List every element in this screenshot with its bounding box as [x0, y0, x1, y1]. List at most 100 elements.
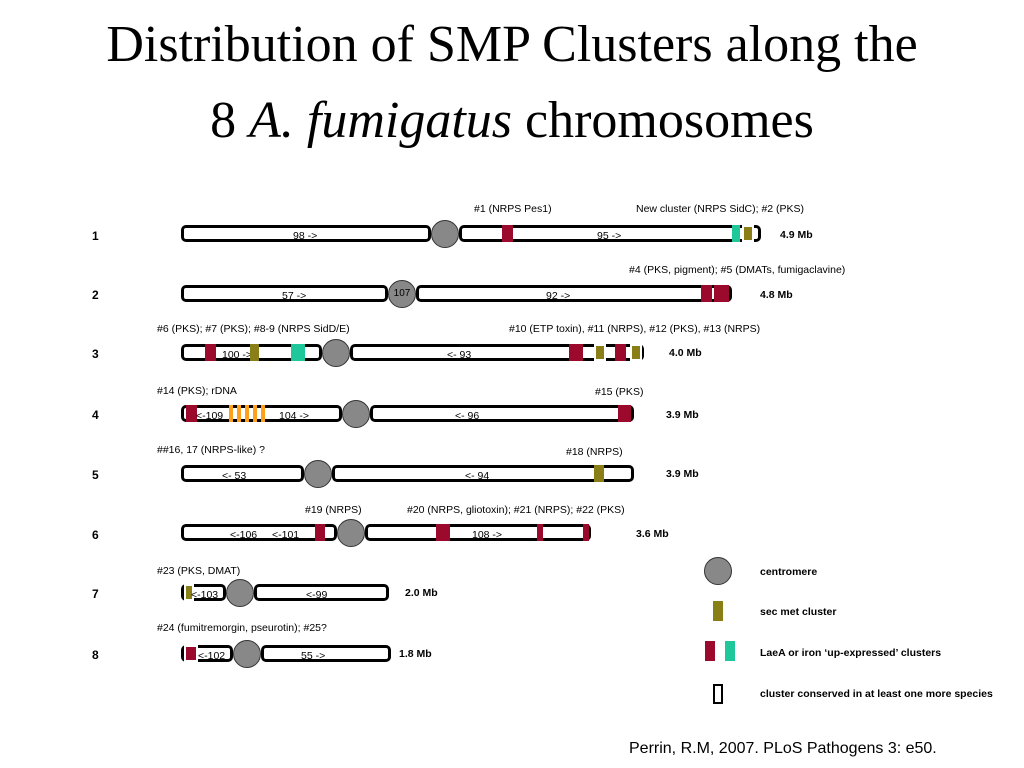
annotation: #19 (NRPS): [305, 504, 362, 516]
laea-cluster-band: [436, 524, 450, 541]
chromosome-number: 4: [92, 408, 99, 422]
laea-cluster-band: [569, 344, 583, 361]
legend-conserved-icon: [713, 684, 723, 704]
right-arm: [365, 524, 591, 541]
chromosome-number: 1: [92, 229, 99, 243]
legend-sec-met-icon: [713, 601, 723, 621]
arm-label: <- 93: [447, 349, 472, 361]
arm-label: <-102: [198, 650, 226, 662]
arm-label: <-109: [196, 410, 224, 422]
annotation: #6 (PKS); #7 (PKS); #8-9 (NRPS SidD/E): [157, 323, 350, 335]
title-line-2: 8 A. fumigatus chromosomes: [0, 92, 1024, 150]
centromere: [233, 640, 261, 668]
centromere: [304, 460, 332, 488]
laea-cluster-band: [618, 405, 631, 422]
annotation: #14 (PKS); rDNA: [157, 385, 237, 397]
rdna-band: [261, 405, 265, 422]
iron-cluster-band: [291, 344, 305, 361]
arm-label: <- 96: [455, 410, 480, 422]
arm-label: 92 ->: [546, 290, 571, 302]
laea-cluster-band: [205, 344, 216, 361]
annotation: #23 (PKS, DMAT): [157, 565, 241, 577]
rdna-band: [237, 405, 241, 422]
annotation: New cluster (NRPS SidC); #2 (PKS): [636, 203, 805, 215]
laea-cluster-band: [315, 524, 325, 541]
chromosome-number: 5: [92, 468, 99, 482]
iron-cluster-band: [732, 225, 740, 242]
annotation: #1 (NRPS Pes1): [474, 203, 552, 215]
chromosome-number: 8: [92, 648, 99, 662]
legend-centromere-icon: [704, 557, 732, 585]
laea-cluster-band: [615, 344, 626, 361]
legend-sec-met-label: sec met cluster: [760, 606, 837, 618]
arm-label: 100 ->: [222, 349, 253, 361]
centromere: [342, 400, 370, 428]
chromosome-size: 4.8 Mb: [760, 289, 793, 301]
chromosome-number: 3: [92, 347, 99, 361]
left-arm: [181, 465, 304, 482]
arm-label: <- 53: [222, 470, 247, 482]
left-arm: [181, 524, 337, 541]
right-arm: [332, 465, 634, 482]
sec-met-cluster-band: [594, 465, 604, 482]
centromere: [226, 579, 254, 607]
annotation: ##16, 17 (NRPS-like) ?: [157, 444, 265, 456]
legend-centromere-label: centromere: [760, 566, 818, 578]
title-species: A. fumigatus: [249, 92, 513, 149]
chromosome-size: 2.0 Mb: [405, 587, 438, 599]
chromosome-number: 2: [92, 288, 99, 302]
rdna-band: [245, 405, 249, 422]
title-line-2-suffix: chromosomes: [512, 92, 814, 149]
arm-label: <-103: [191, 589, 219, 601]
laea-cluster-band: [537, 524, 543, 541]
chromosome-size: 3.6 Mb: [636, 528, 669, 540]
sec-met-cluster-band: [630, 344, 642, 361]
centromere: [337, 519, 365, 547]
legend-laea-label: LaeA or iron ‘up-expressed’ clusters: [760, 647, 942, 659]
chromosome-size: 3.9 Mb: [666, 468, 699, 480]
arm-label: <-99: [306, 589, 328, 601]
laea-cluster-band: [714, 285, 729, 302]
annotation: #18 (NRPS): [566, 446, 623, 458]
annotation: #10 (ETP toxin), #11 (NRPS), #12 (PKS), …: [509, 323, 761, 335]
chromosome-size: 3.9 Mb: [666, 409, 699, 421]
right-arm: [459, 225, 761, 242]
sec-met-cluster-band: [594, 344, 606, 361]
centromere: 107: [388, 280, 416, 308]
sec-met-cluster-band: [250, 344, 259, 361]
chromosome-number: 7: [92, 587, 99, 601]
title-line-1: Distribution of SMP Clusters along the: [106, 16, 918, 73]
chromosome-size: 4.9 Mb: [780, 229, 813, 241]
laea-cluster-band: [184, 645, 198, 662]
left-arm: [181, 285, 388, 302]
arm-label: 55 ->: [301, 650, 326, 662]
left-arm: [181, 225, 431, 242]
centromere: [322, 339, 350, 367]
arm-label: 108 ->: [472, 529, 503, 541]
right-arm: [416, 285, 732, 302]
legend-conserved-label: cluster conserved in at least one more s…: [760, 688, 993, 700]
right-arm: [370, 405, 634, 422]
laea-cluster-band: [502, 225, 513, 242]
right-arm: [254, 584, 389, 601]
arm-label: <- 94: [465, 470, 490, 482]
arm-label: <-106: [230, 529, 258, 541]
annotation: #15 (PKS): [595, 386, 644, 398]
right-arm: [261, 645, 391, 662]
rdna-band: [253, 405, 257, 422]
annotation: #4 (PKS, pigment); #5 (DMATs, fumigaclav…: [629, 264, 846, 276]
annotation: #24 (fumitremorgin, pseurotin); #25?: [157, 622, 327, 634]
arm-label: <-101: [272, 529, 300, 541]
sec-met-cluster-band: [184, 584, 194, 601]
legend-iron-icon: [725, 641, 735, 661]
rdna-band: [229, 405, 233, 422]
laea-cluster-band: [701, 285, 712, 302]
sec-met-cluster-band: [742, 225, 754, 242]
laea-cluster-band: [583, 524, 589, 541]
citation: Perrin, R.M, 2007. PLoS Pathogens 3: e50…: [629, 740, 937, 757]
chromosome-size: 1.8 Mb: [399, 648, 432, 660]
laea-cluster-band: [186, 405, 197, 422]
title-line-2-prefix: 8: [210, 92, 250, 149]
arm-label: 95 ->: [597, 230, 622, 242]
arm-label: 57 ->: [282, 290, 307, 302]
